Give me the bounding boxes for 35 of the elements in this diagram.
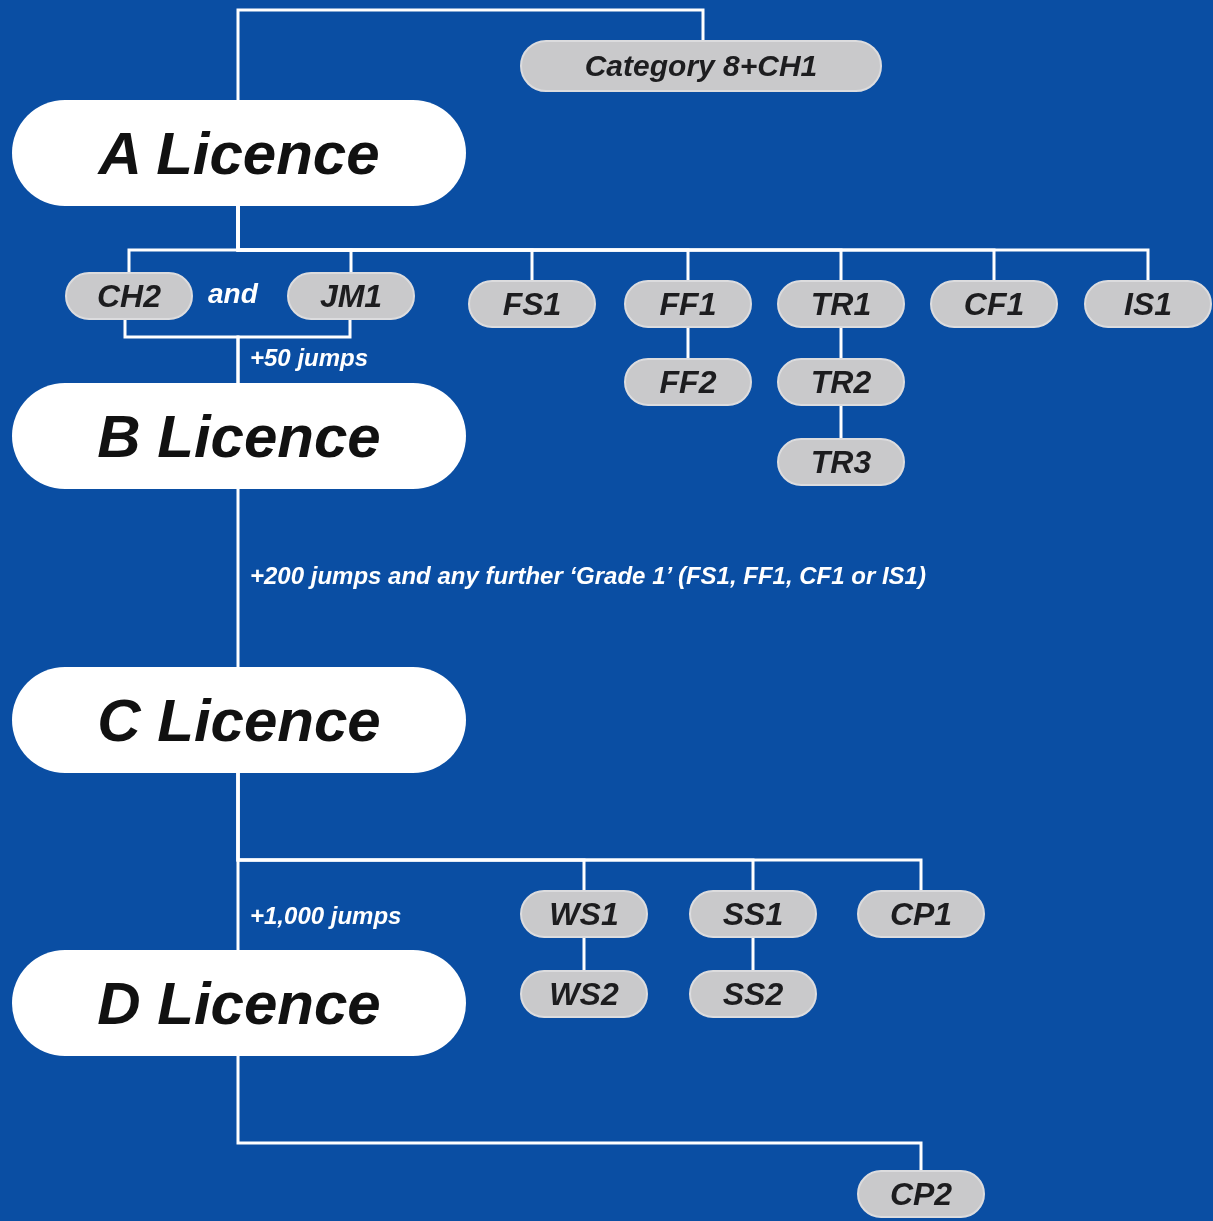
connector-line <box>236 773 923 890</box>
edge-label: +50 jumps <box>250 344 369 372</box>
licence-pill: D Licence <box>12 950 466 1056</box>
category-pill: WS1 <box>520 890 648 938</box>
connector-line <box>582 938 586 970</box>
connector-line <box>839 328 843 358</box>
category-pill: FF1 <box>624 280 752 328</box>
connector-line <box>751 938 755 970</box>
edge-label: +200 jumps and any further ‘Grade 1’ (FS1, FF1, CF1 or IS1) <box>250 562 926 590</box>
connector-line <box>839 406 843 438</box>
connector-line <box>236 1056 923 1170</box>
category-pill: TR3 <box>777 438 905 486</box>
category-pill: CP2 <box>857 1170 985 1218</box>
connector-line <box>686 328 690 358</box>
connector-line <box>236 8 705 100</box>
category-pill: CH2 <box>65 272 193 320</box>
category-pill: TR1 <box>777 280 905 328</box>
category-pill: SS2 <box>689 970 817 1018</box>
conjunction-text: and <box>208 278 258 310</box>
category-pill: FF2 <box>624 358 752 406</box>
edge-label: +1,000 jumps <box>250 902 402 930</box>
licence-pill: B Licence <box>12 383 466 489</box>
category-pill: TR2 <box>777 358 905 406</box>
category-pill: SS1 <box>689 890 817 938</box>
category-pill: FS1 <box>468 280 596 328</box>
category-pill: IS1 <box>1084 280 1212 328</box>
connector-line <box>236 320 352 383</box>
category-pill: WS2 <box>520 970 648 1018</box>
category-pill: CP1 <box>857 890 985 938</box>
connector-line <box>236 489 240 667</box>
category-pill: JM1 <box>287 272 415 320</box>
category-pill: CF1 <box>930 280 1058 328</box>
category-pill: Category 8+CH1 <box>520 40 882 92</box>
licence-pill: A Licence <box>12 100 466 206</box>
licence-pill: C Licence <box>12 667 466 773</box>
